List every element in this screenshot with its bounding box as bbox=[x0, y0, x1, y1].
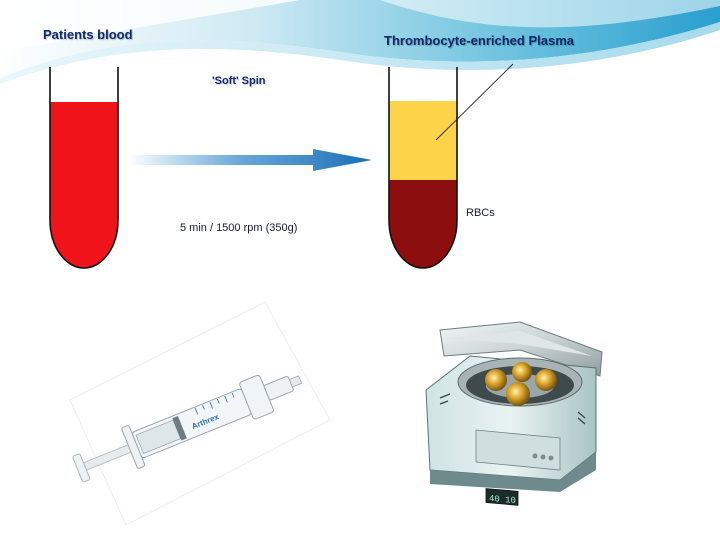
patients-blood-label: Patients blood bbox=[43, 27, 133, 42]
separated-tube bbox=[388, 67, 458, 269]
blood-tube bbox=[49, 67, 119, 269]
plasma-label: Thrombocyte-enriched Plasma bbox=[384, 33, 574, 48]
soft-spin-label: 'Soft' Spin bbox=[212, 75, 266, 87]
spin-speed-label: 5 min / 1500 rpm (350g) bbox=[180, 222, 298, 234]
spin-arrow bbox=[128, 149, 372, 171]
centrifuge-image: 40 10 bbox=[413, 296, 614, 506]
centrifuge-display: 40 10 bbox=[489, 493, 516, 506]
rbc-label: RBCs bbox=[466, 207, 495, 219]
plasma-leader-line bbox=[435, 63, 514, 141]
syringe-image: Arthrex bbox=[69, 301, 331, 526]
